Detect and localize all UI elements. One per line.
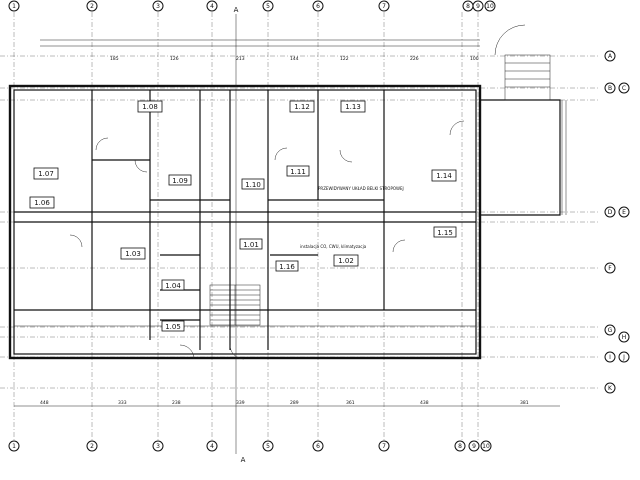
top-dim-3: 213	[236, 56, 245, 62]
axis-top-8: 8	[466, 3, 470, 10]
bottom-dim-8: 381	[520, 400, 529, 406]
axis-top-1: 1	[12, 3, 16, 10]
axis-grid-lines	[0, 12, 600, 440]
axis-right-D: D	[608, 209, 613, 216]
room-1-06: 1.06	[34, 199, 50, 207]
axis-top-9: 9	[476, 3, 480, 10]
top-axis-markers: 1 2 3 4 5 6 7 8 9 10	[8, 0, 496, 12]
room-1-10: 1.10	[245, 181, 261, 189]
top-dim-7: 100	[470, 56, 479, 62]
section-markers: A A	[234, 6, 246, 464]
bottom-axis-markers: 1 2 3 4 5 6 7 8 9 10	[8, 440, 492, 452]
right-axis-markers: A B C D E F G H I J K	[604, 50, 630, 394]
room-1-01: 1.01	[243, 241, 259, 249]
axis-top-4: 4	[210, 3, 214, 10]
axis-top-6: 6	[316, 3, 320, 10]
axis-bottom-6: 6	[316, 443, 320, 450]
top-dim-5: 122	[340, 56, 349, 62]
room-1-15: 1.15	[437, 229, 453, 237]
bottom-dim-3: 238	[172, 400, 181, 406]
beam-note: PRZEWIDYWANY UKŁAD BELKI STROPOWEJ	[318, 186, 404, 191]
building-walls	[8, 39, 561, 360]
room-1-12: 1.12	[294, 103, 310, 111]
axis-right-K: K	[608, 385, 613, 392]
facade-hatching	[561, 100, 567, 215]
axis-top-2: 2	[90, 3, 94, 10]
door-swings	[69, 120, 465, 360]
drawing-notes: PRZEWIDYWANY UKŁAD BELKI STROPOWEJ insta…	[300, 186, 404, 249]
bottom-dimensions: 448 333 238 339 289 361 438 381	[14, 400, 560, 407]
section-label-top: A	[234, 6, 239, 14]
room-1-11: 1.11	[290, 168, 306, 176]
room-1-04: 1.04	[165, 282, 181, 290]
axis-bottom-1: 1	[12, 443, 16, 450]
axis-right-F: F	[608, 265, 612, 272]
room-1-16: 1.16	[279, 263, 295, 271]
axis-bottom-2: 2	[90, 443, 94, 450]
top-dim-2: 126	[170, 56, 179, 62]
bottom-dim-2: 333	[118, 400, 127, 406]
room-1-13: 1.13	[345, 103, 361, 111]
room-1-02: 1.02	[338, 257, 354, 265]
axis-right-H: H	[622, 334, 627, 341]
room-1-03: 1.03	[125, 250, 141, 258]
staircase	[209, 24, 551, 326]
axis-bottom-8: 8	[458, 443, 462, 450]
top-dim-1: 185	[110, 56, 119, 62]
axis-top-10: 10	[486, 3, 494, 10]
bottom-dim-1: 448	[40, 400, 49, 406]
axis-top-7: 7	[382, 3, 386, 10]
room-1-08: 1.08	[142, 103, 158, 111]
axis-right-I: I	[609, 354, 611, 361]
axis-right-B: B	[608, 85, 612, 92]
axis-bottom-7: 7	[382, 443, 386, 450]
axis-bottom-10: 10	[482, 443, 490, 450]
bottom-dim-5: 289	[290, 400, 299, 406]
axis-top-3: 3	[156, 3, 160, 10]
axis-bottom-9: 9	[472, 443, 476, 450]
bottom-dim-4: 339	[236, 400, 245, 406]
section-label-bottom: A	[241, 456, 246, 464]
axis-bottom-3: 3	[156, 443, 160, 450]
room-1-05: 1.05	[165, 323, 181, 331]
top-dim-4: 144	[290, 56, 299, 62]
bottom-dim-6: 361	[346, 400, 355, 406]
top-dimensions: 185 126 213 144 122 226 100	[110, 56, 479, 62]
top-dim-6: 226	[410, 56, 419, 62]
room-tags: 1.07 1.06 1.08 1.09 1.03 1.04 1.05 1.10 …	[29, 100, 457, 332]
axis-bottom-5: 5	[266, 443, 270, 450]
axis-right-G: G	[608, 327, 613, 334]
room-1-14: 1.14	[436, 172, 452, 180]
axis-right-A: A	[608, 53, 613, 60]
axis-right-E: E	[622, 209, 626, 216]
axis-right-C: C	[622, 85, 626, 92]
bottom-dim-7: 438	[420, 400, 429, 406]
installation-note: instalacja CO, CWU, klimatyzacja	[300, 244, 367, 249]
room-1-09: 1.09	[172, 177, 188, 185]
axis-right-J: J	[622, 354, 625, 361]
axis-top-5: 5	[266, 3, 270, 10]
axis-bottom-4: 4	[210, 443, 214, 450]
room-1-07: 1.07	[38, 170, 54, 178]
